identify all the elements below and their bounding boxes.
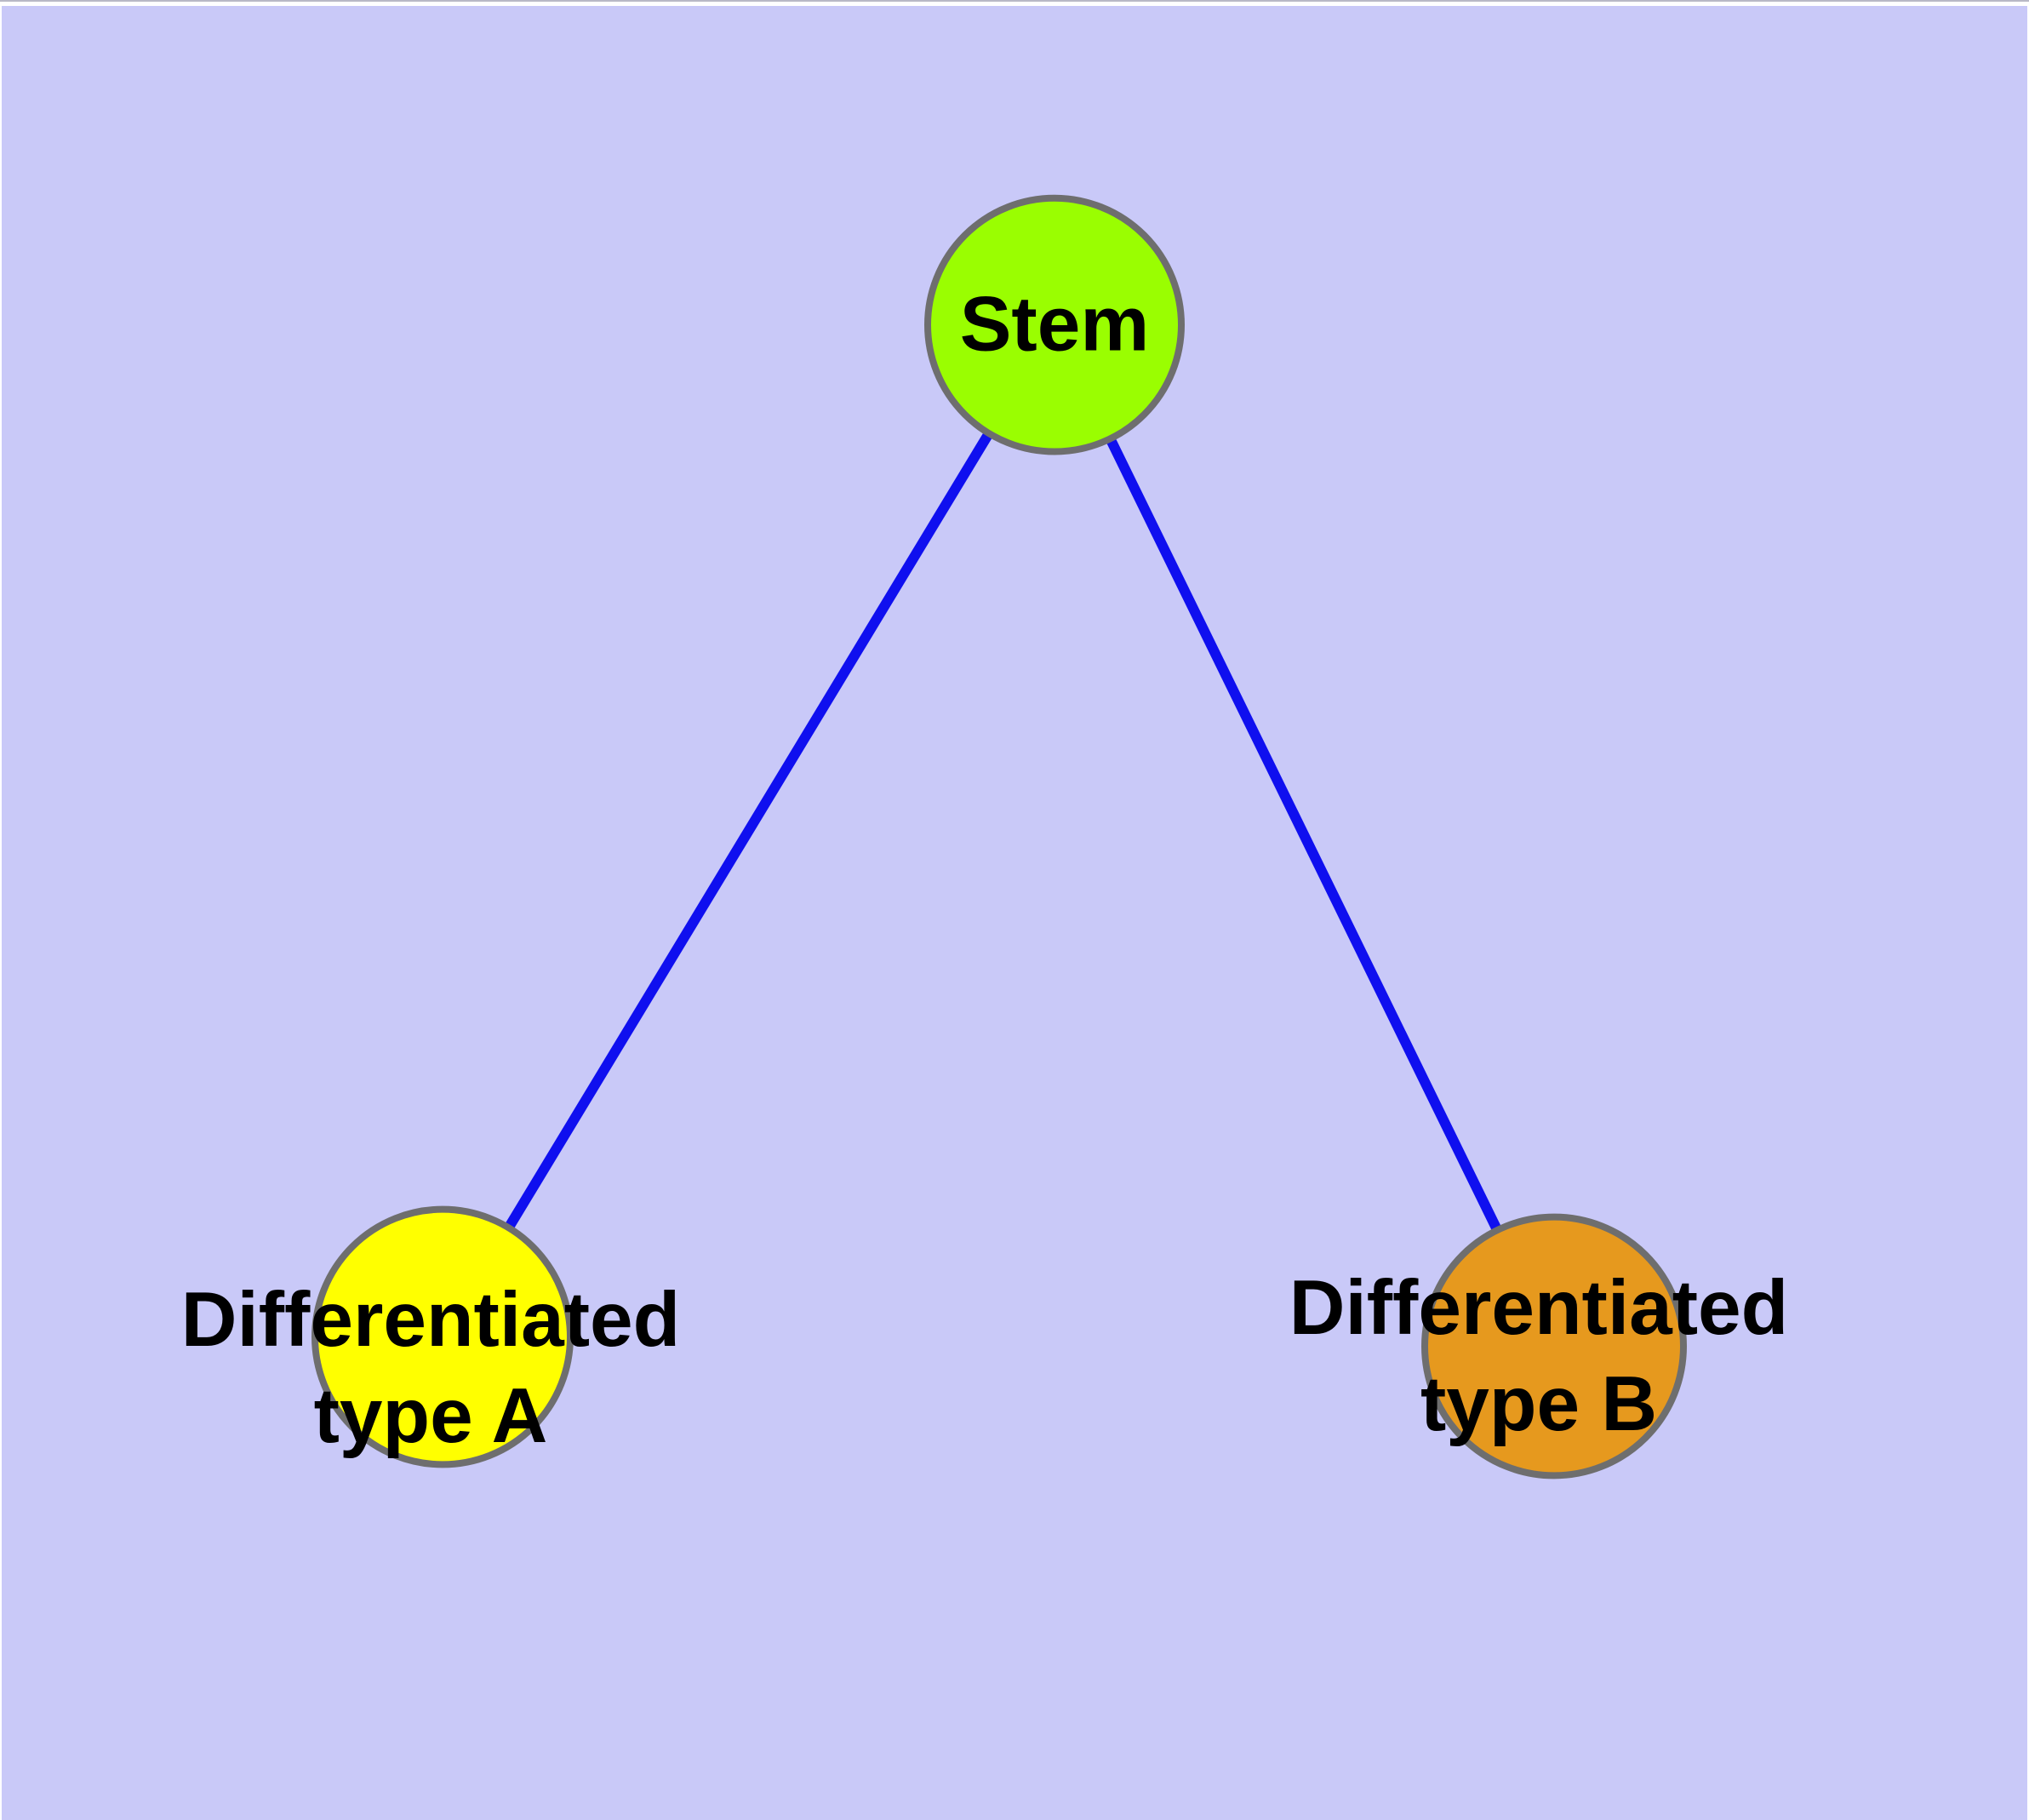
graph-svg [311, 194, 1687, 1479]
node-label-differentiated-type-b: Differentiated type B [1289, 1260, 1789, 1452]
node-differentiated-type-b [1421, 1213, 1687, 1479]
graph-plot-area: Stem Differentiated type A Differentiate… [2, 6, 2027, 1820]
node-label-type-b-line-2: type B [1420, 1361, 1658, 1447]
node-differentiated-type-a [311, 1205, 574, 1468]
edge-stem-to-type-a [437, 322, 1060, 1340]
node-label-stem-text: Stem [959, 281, 1150, 368]
node-label-type-b-line-1: Differentiated [1289, 1265, 1789, 1351]
node-label-differentiated-type-a: Differentiated type A [181, 1272, 681, 1464]
node-stem [924, 194, 1185, 455]
node-label-stem: Stem [960, 277, 1150, 373]
node-label-type-a-line-1: Differentiated [180, 1277, 681, 1363]
edge-stem-to-type-b [1049, 323, 1559, 1349]
node-label-type-a-line-2: type A [313, 1373, 548, 1459]
